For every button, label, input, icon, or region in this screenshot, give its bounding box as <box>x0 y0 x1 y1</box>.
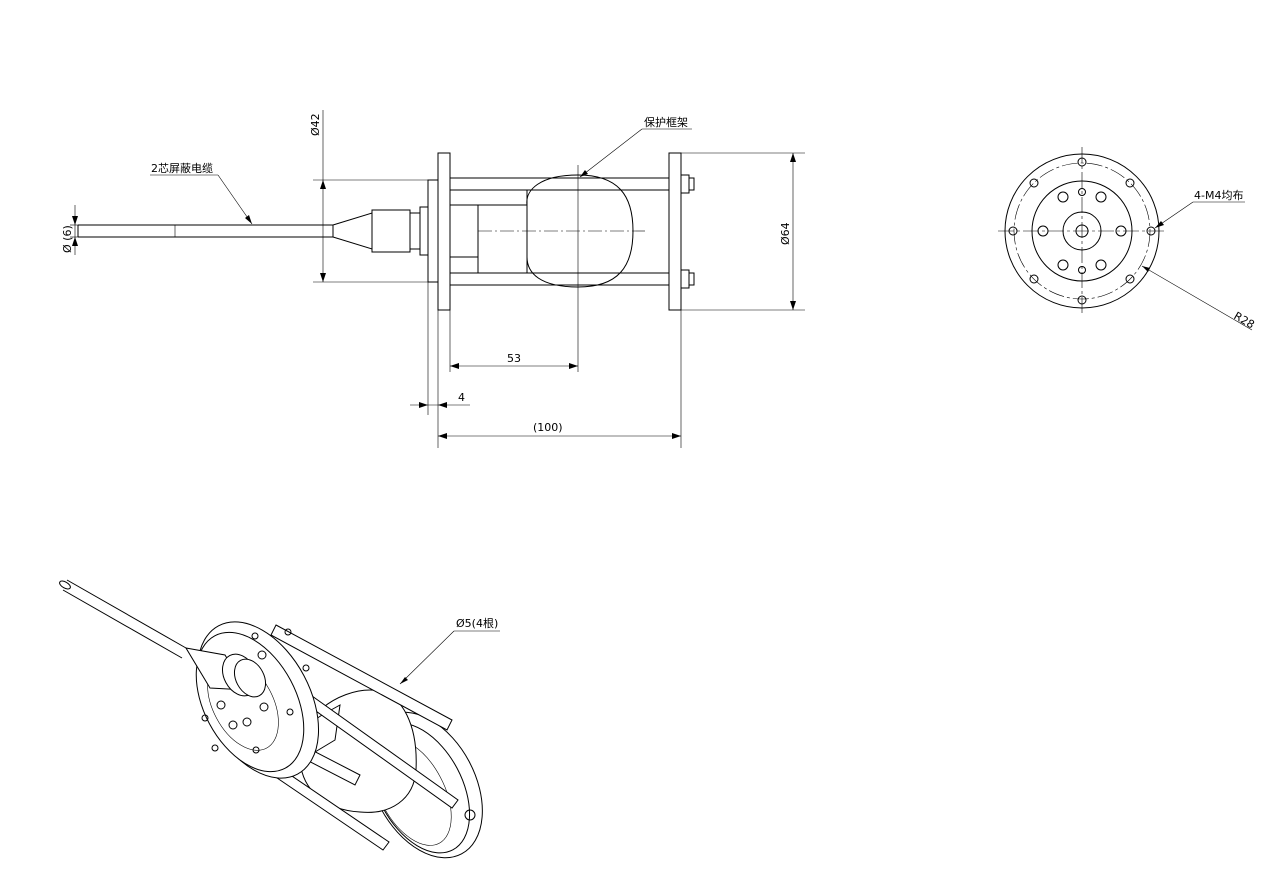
dim-d64: Ø64 <box>681 152 805 311</box>
dim-53-text: 53 <box>507 352 521 365</box>
label-rods: Ø5(4根) <box>456 616 498 630</box>
leader-cable: 2芯屏蔽电缆 <box>150 161 253 225</box>
outer-holes <box>1008 157 1156 305</box>
leader-holes: 4-M4均布 <box>1154 189 1245 229</box>
label-holes: 4-M4均布 <box>1194 189 1243 202</box>
label-cable: 2芯屏蔽电缆 <box>151 161 213 175</box>
sensor-body <box>449 174 645 288</box>
dim-53: 53 <box>449 165 579 372</box>
dim-d42: Ø42 <box>309 110 428 283</box>
iso-cable <box>59 579 187 659</box>
inner-holes <box>1037 188 1127 274</box>
dim-d6: Ø (6) <box>61 205 80 255</box>
dim-d42-text: Ø42 <box>309 113 322 136</box>
dim-d6-text: Ø (6) <box>61 225 74 253</box>
frame-rods <box>450 177 669 286</box>
leader-frame: 保护框架 <box>579 115 692 178</box>
leader-rods: Ø5(4根) <box>399 616 500 685</box>
mounting-flange <box>427 152 451 311</box>
dim-d64-text: Ø64 <box>779 222 792 245</box>
end-plate <box>668 152 695 311</box>
label-frame: 保护框架 <box>644 115 688 129</box>
dim-100-text: (100) <box>533 421 563 434</box>
dim-r28: R28 <box>1141 265 1257 331</box>
dim-r28-text: R28 <box>1232 309 1257 331</box>
end-view: 4-M4均布 R28 <box>998 147 1257 331</box>
cable-gland <box>332 206 429 256</box>
isometric-view: Ø5(4根) <box>59 579 500 859</box>
dim-100: (100) <box>438 310 682 448</box>
dim-4-text: 4 <box>458 391 465 404</box>
iso-connector <box>185 647 267 698</box>
side-view: Ø42 Ø64 Ø (6) 53 <box>61 110 805 448</box>
dim-4: 4 <box>410 282 470 448</box>
cable <box>77 224 333 238</box>
